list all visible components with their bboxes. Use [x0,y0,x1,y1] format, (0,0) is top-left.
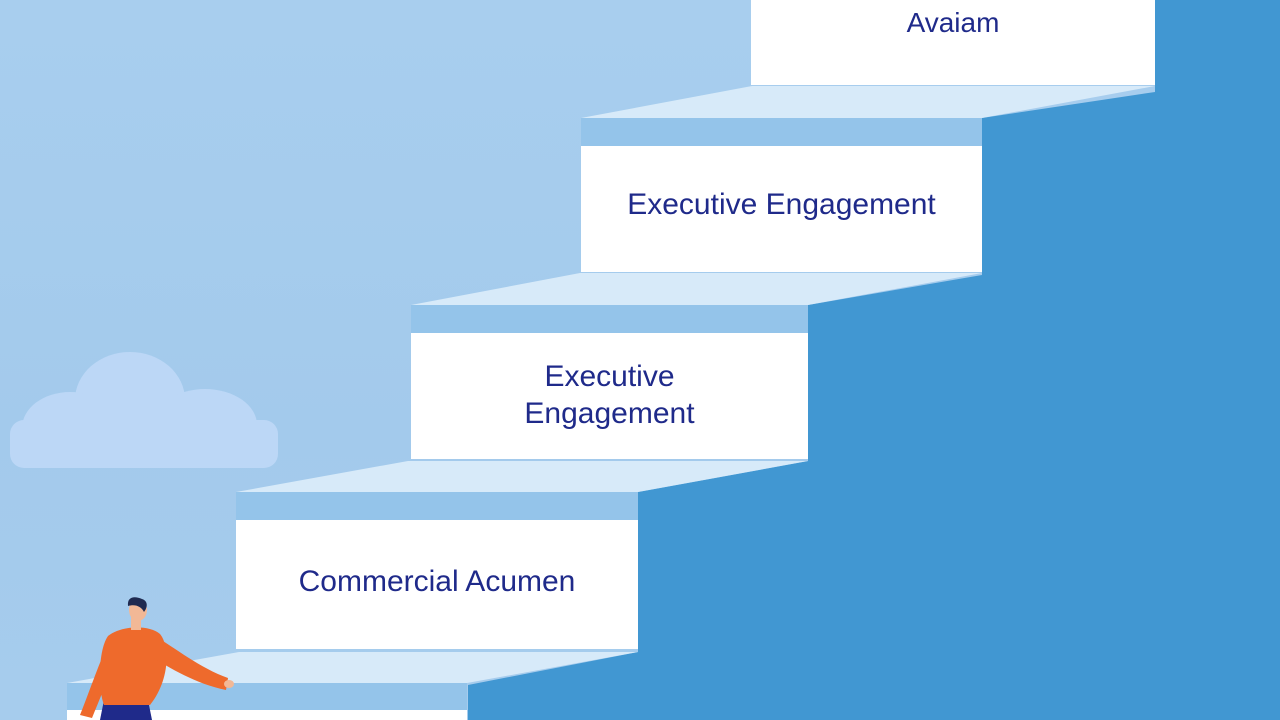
step-2-riser [236,492,638,520]
step-3-tread [411,273,982,305]
step-3-riser [411,305,808,333]
step-4-riser [581,118,982,146]
step-3-label: Executive Engagement [524,360,695,430]
cloud-icon [10,352,278,468]
step-3-face [411,333,808,459]
step-2-label: Commercial Acumen [298,564,576,598]
step-2-face [236,520,638,649]
staircase-wall [468,0,1280,720]
step-5-face [751,0,1155,85]
step-4-face [581,146,982,272]
step-4-label: Executive Engagement [627,187,936,221]
person-climbing-icon [80,597,234,720]
step-4-tread [581,86,1155,118]
step-2-tread [236,461,808,492]
step-5-label: Avaiam [906,6,1000,38]
step-1-face [67,710,467,720]
